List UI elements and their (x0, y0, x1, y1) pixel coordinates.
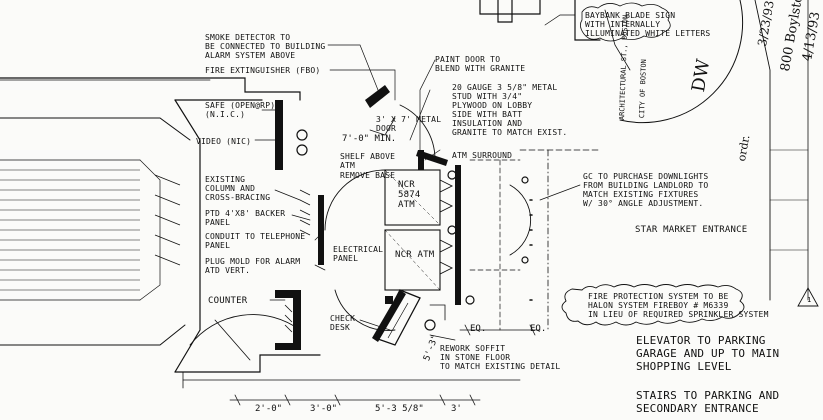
electrical-panel-note: ELECTRICAL PANEL (333, 245, 384, 263)
rework-soffit-note: REWORK SOFFIT IN STONE FLOOR TO MATCH EX… (440, 344, 561, 371)
atm-surround-note: ATM SURROUND (452, 151, 513, 160)
ncr-atm-upper-label: NCR 5874 ATM (398, 180, 421, 210)
elevator-label: ELEVATOR TO PARKING GARAGE AND UP TO MAI… (636, 334, 780, 373)
stairs-label: STAIRS TO PARKING AND SECONDARY ENTRANCE (636, 389, 780, 415)
safe-note: SAFE (OPEN@RP) (N.I.C.) (205, 101, 276, 119)
smoke-detector-note: SMOKE DETECTOR TO BE CONNECTED TO BUILDI… (205, 33, 326, 60)
revision-marker: 1 (807, 296, 812, 304)
conduit-note: CONDUIT TO TELEPHONE PANEL (205, 232, 306, 250)
metal-door-note: 3' x 7' METAL DOOR (376, 115, 442, 133)
fire-protection-note: FIRE PROTECTION SYSTEM TO BE HALON SYSTE… (588, 292, 769, 319)
dimension-bottom-3: 5'-3 5/8" (375, 404, 424, 414)
dimension-eq-2: EQ. (530, 324, 547, 334)
remove-base-note: REMOVE BASE (340, 171, 396, 180)
bay-bank-sign-note: BAYBANK BLADE SIGN WITH INTERNALLY ILLUM… (585, 11, 711, 38)
dimension-eq-1: EQ. (470, 324, 487, 334)
check-desk-note: CHECK DESK (330, 314, 356, 332)
star-market-entrance-label: STAR MARKET ENTRANCE (635, 225, 748, 235)
dimension-bottom-4: 3' (451, 404, 462, 414)
dimension-bottom-1: 2'-0" (255, 404, 283, 414)
dimension-7ft: 7'-0" MIN. (342, 134, 397, 144)
video-note: VIDEO (NIC) (196, 137, 252, 146)
metal-stud-note: 20 GAUGE 3 5/8" METAL STUD WITH 3/4" PLY… (452, 83, 568, 137)
fire-extinguisher-note: FIRE EXTINGUISHER (FBO) (205, 66, 321, 75)
downlights-note: GC TO PURCHASE DOWNLIGHTS FROM BUILDING … (583, 172, 709, 208)
dimension-bottom-2: 3'-0" (310, 404, 338, 414)
plug-mold-note: PLUG MOLD FOR ALARM ATD VERT. (205, 257, 301, 275)
backer-panel-note: PTD 4'x8' BACKER PANEL (205, 209, 286, 227)
existing-column-note: EXISTING COLUMN AND CROSS-BRACING (205, 175, 271, 202)
counter-note: COUNTER (208, 296, 248, 306)
ncr-atm-lower-label: NCR ATM (395, 250, 435, 260)
paint-door-note: PAINT DOOR TO BLEND WITH GRANITE (435, 55, 526, 73)
shelf-above-atm-note: SHELF ABOVE ATM (340, 152, 396, 170)
